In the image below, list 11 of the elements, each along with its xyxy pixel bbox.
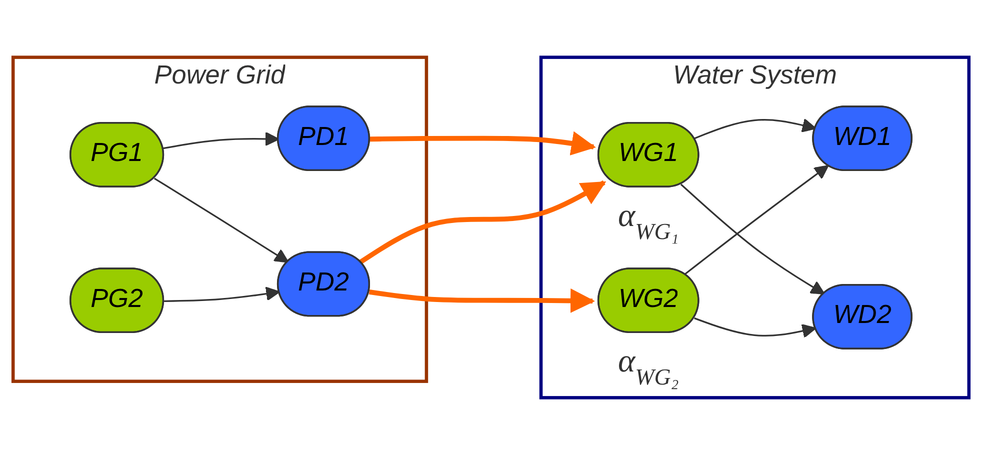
arrow (164, 286, 280, 302)
arrow (694, 118, 816, 140)
arrow (368, 288, 596, 313)
arrow (370, 131, 596, 156)
arrow (359, 180, 606, 264)
arrow (680, 184, 825, 295)
arrow (154, 178, 289, 263)
arrow (684, 165, 829, 275)
coefficient-label: α$_{WG₂}$ (618, 344, 679, 389)
arrow (694, 317, 816, 338)
coefficient-label: α$_{WG₁}$ (618, 198, 679, 244)
